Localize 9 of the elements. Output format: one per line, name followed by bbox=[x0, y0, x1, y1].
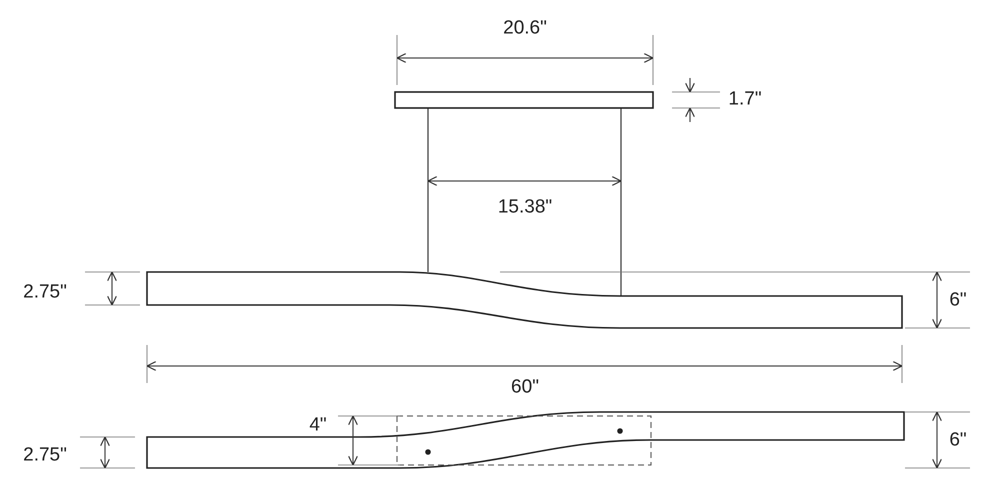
dimension-label: 2.75" bbox=[23, 282, 67, 302]
dimension-label: 60" bbox=[511, 378, 539, 396]
dimension-label: 15.38" bbox=[498, 198, 552, 216]
dimension-label: 20.6" bbox=[503, 18, 547, 38]
dimension-label: 6" bbox=[949, 430, 967, 450]
dimension-label: 2.75" bbox=[23, 446, 67, 464]
dimension-label: 6" bbox=[949, 290, 967, 310]
dimension-label: 4" bbox=[309, 416, 327, 434]
dimension-label: 1.7" bbox=[728, 90, 762, 108]
